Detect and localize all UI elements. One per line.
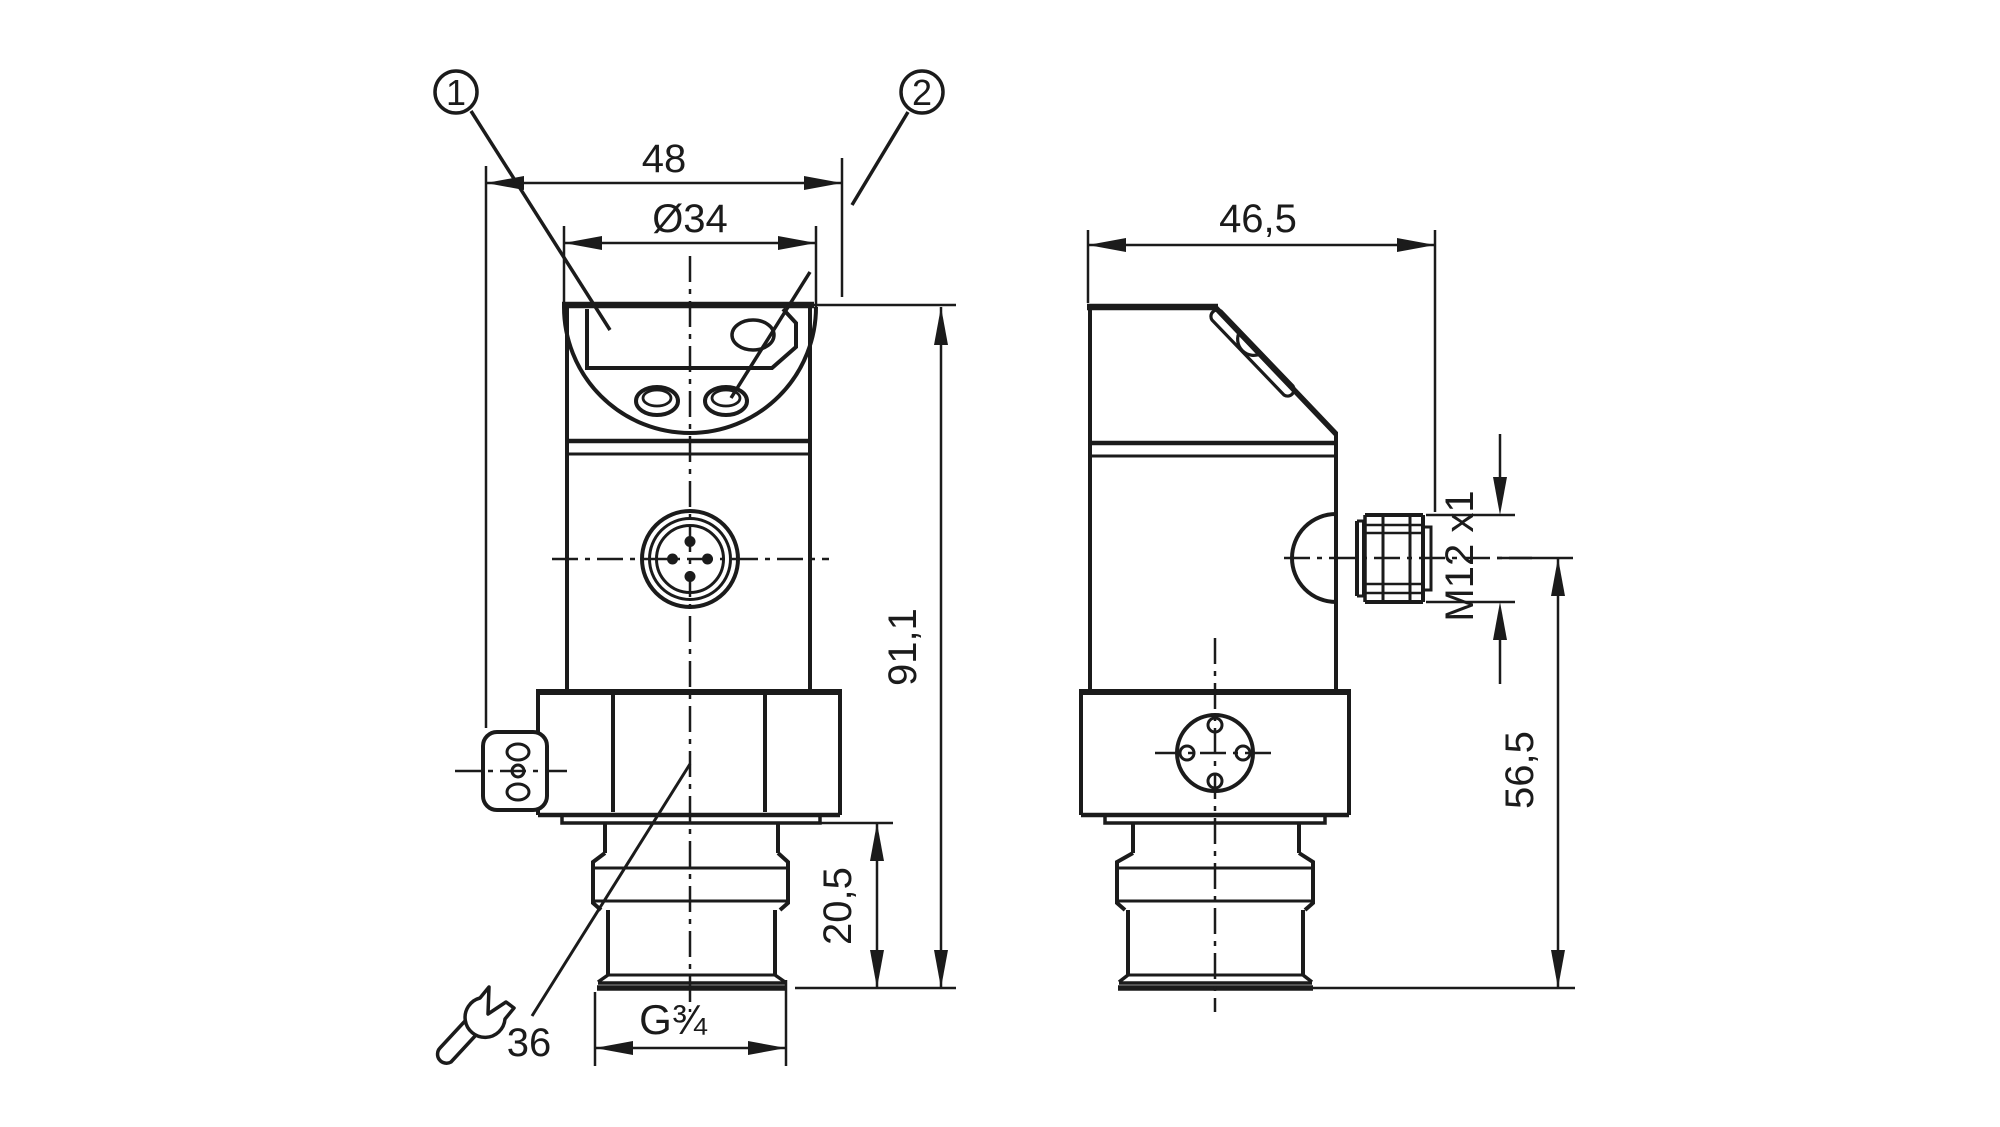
wrench-size-annotation: 36 (435, 763, 692, 1065)
dim-connector-thread-label: M12 x1 (1438, 490, 1482, 621)
front-body-outline (562, 301, 814, 692)
callout-1-label: 1 (446, 72, 466, 113)
front-separator-lines (567, 438, 810, 456)
callout-2: 2 (729, 69, 945, 399)
dim-thread-length-label: 20,5 (816, 867, 860, 945)
dim-width-48: 48 (484, 137, 844, 728)
pushbutton-right (703, 385, 749, 417)
pushbutton-left (634, 385, 680, 417)
dim-height-to-connector-axis-label: 56,5 (1498, 731, 1542, 809)
wrench-size-label: 36 (507, 1021, 552, 1065)
m12-connector-side (1284, 512, 1532, 604)
dim-depth: 46,5 (1086, 197, 1437, 512)
display-window (585, 307, 798, 370)
callout-1: 1 (433, 69, 612, 331)
dim-connector-thread: M12 x1 (1426, 434, 1515, 684)
wrench-icon (435, 985, 516, 1065)
display-bezel-arc (562, 306, 818, 435)
front-view: 48 Ø34 91,1 20,5 (433, 69, 956, 1066)
dim-width-label: 48 (642, 137, 687, 181)
dim-process-connection: G¾ (593, 980, 788, 1066)
dim-display-diameter-label: Ø34 (652, 197, 728, 241)
dim-overall-height: 91,1 (795, 303, 956, 990)
dim-thread-length: 20,5 (816, 821, 893, 988)
callout-2-label: 2 (912, 72, 932, 113)
side-body-outline (1087, 303, 1338, 692)
dim-display-diameter: Ø34 (562, 197, 818, 318)
led-window (730, 318, 776, 352)
dim-overall-height-label: 91,1 (881, 608, 925, 686)
dim-height-to-connector-axis: 56,5 (1313, 556, 1575, 990)
side-view: 46,5 M12 x1 56,5 (1079, 197, 1575, 1012)
vent-plug (455, 730, 567, 812)
hex-nut-side (1079, 689, 1351, 825)
dim-depth-label: 46,5 (1219, 197, 1297, 241)
slant-button-ridge (1209, 308, 1296, 398)
dim-process-connection-label: G¾ (639, 996, 708, 1043)
